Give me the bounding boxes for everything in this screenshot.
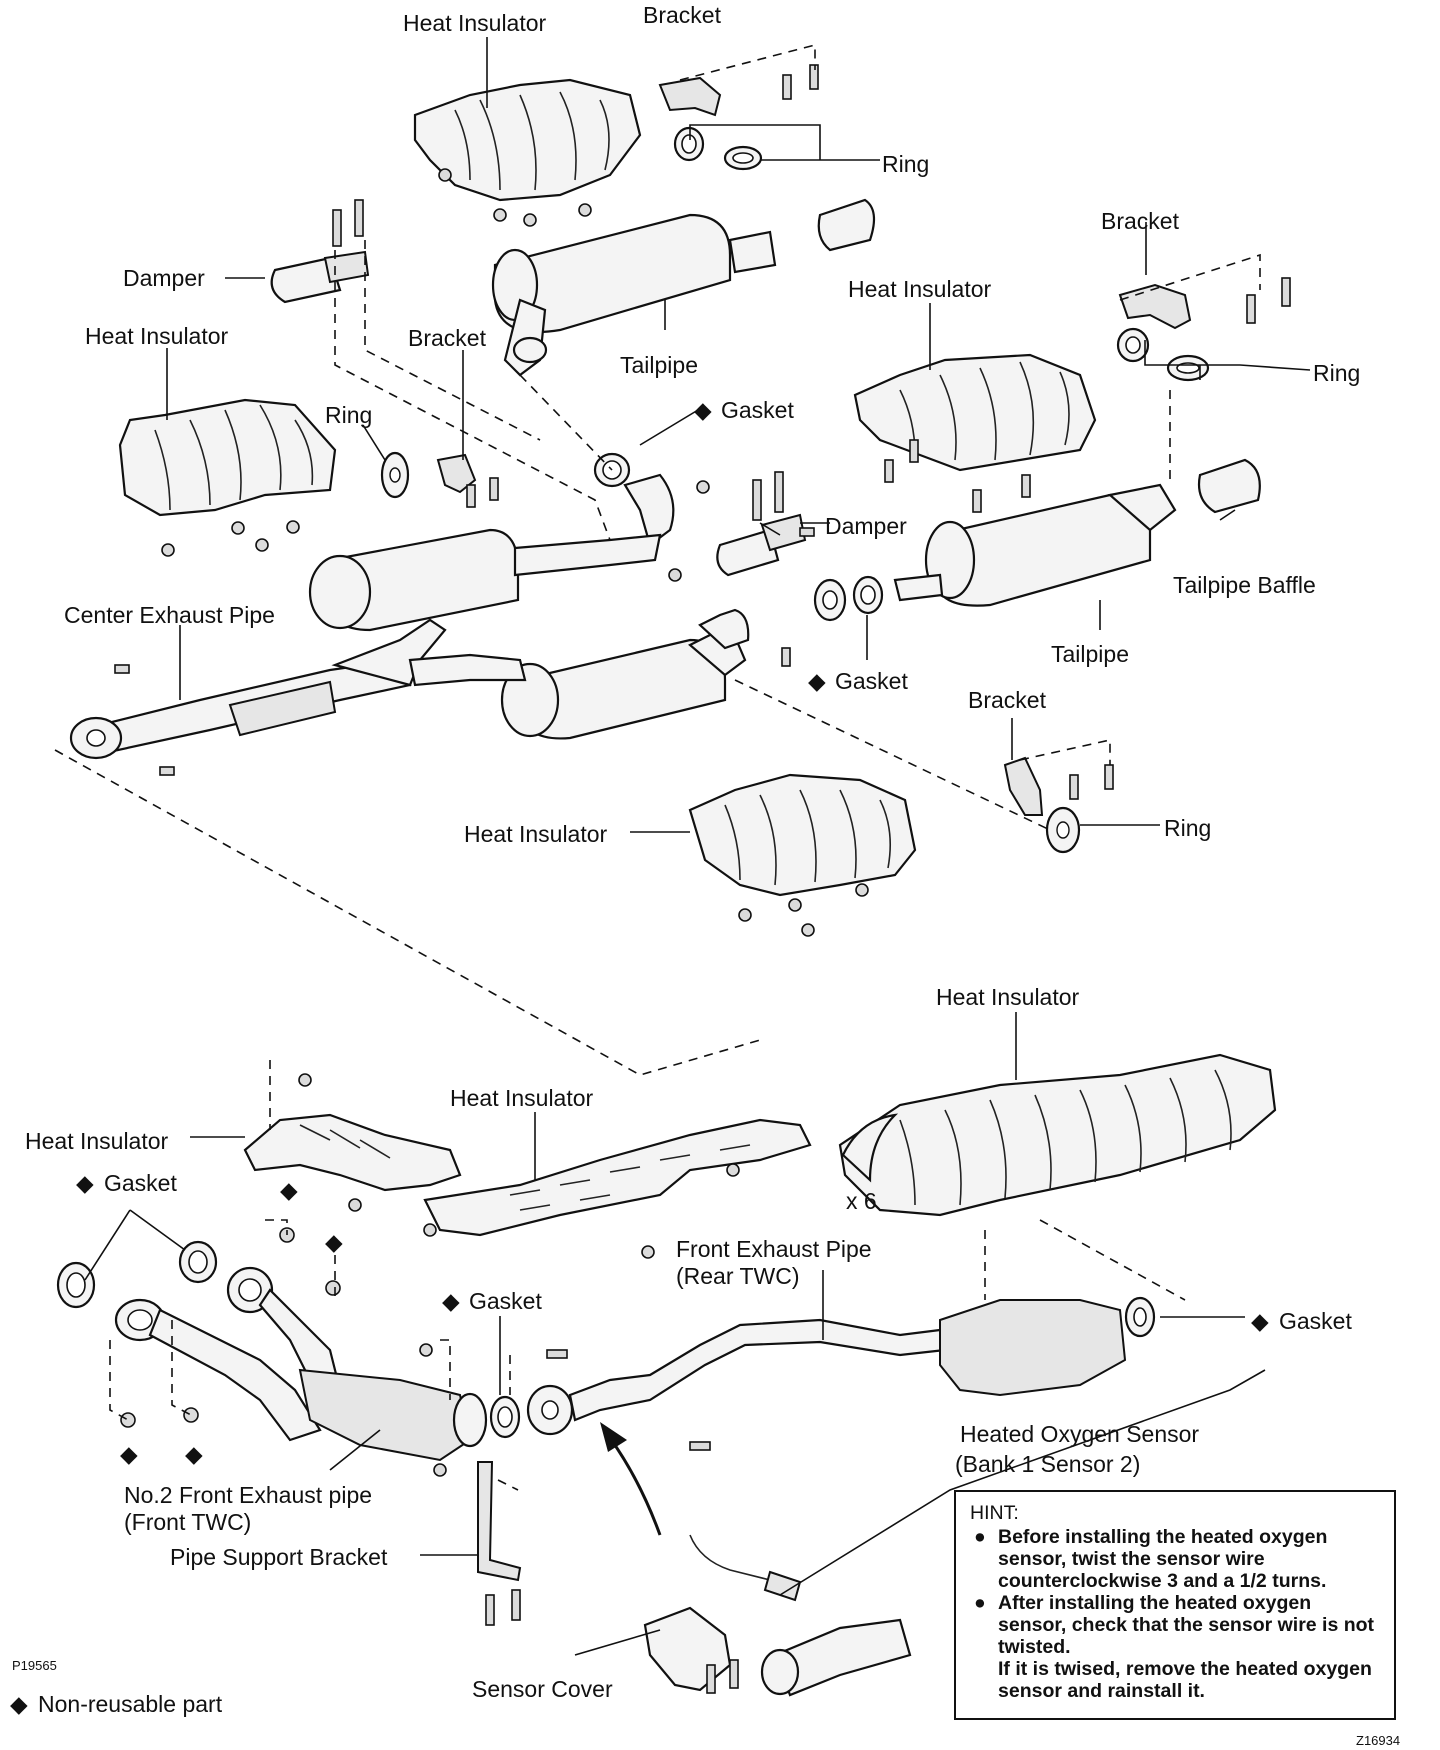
label-gasket-bottom-mid-diamond: ◆ <box>442 1288 460 1314</box>
heat-insulator-bottom-right-part <box>838 1053 1277 1217</box>
legend-non-reusable: Non-reusable part <box>38 1691 223 1717</box>
label-tailpipe-baffle: Tailpipe Baffle <box>1173 572 1316 598</box>
label-gasket-bottom-right-diamond: ◆ <box>1251 1308 1269 1334</box>
legend-diamond: ◆ <box>10 1691 28 1717</box>
label-gasket-bottom-right: Gasket <box>1279 1308 1352 1334</box>
front-exhaust-pipe-part <box>489 1296 1156 1451</box>
label-heat-insulator-top: Heat Insulator <box>403 10 547 36</box>
tailpipe-upper-part <box>491 198 876 377</box>
hint-item-2-text-b: If it is twised, remove the heated oxyge… <box>998 1658 1372 1702</box>
hint-title: HINT: <box>970 1502 1019 1524</box>
hint-item-1: ● Before installing the heated oxygen se… <box>970 1526 1380 1592</box>
center-muffler-right-part <box>500 608 750 740</box>
bracket-lower-right-part <box>1003 756 1114 854</box>
label-gasket-bottom-mid: Gasket <box>469 1288 542 1314</box>
label-bracket-mid: Bracket <box>408 325 487 351</box>
no2-front-exhaust-pipe-part <box>114 1266 488 1477</box>
install-arrow <box>600 1422 662 1536</box>
heat-insulator-center-part <box>688 773 917 937</box>
label-heat-insulator-bottom-right: Heat Insulator <box>936 984 1080 1010</box>
label-bracket-right: Bracket <box>1101 208 1180 234</box>
label-tailpipe-upper: Tailpipe <box>620 352 698 378</box>
leader-lines <box>84 37 1311 1656</box>
label-damper-right: Damper <box>825 513 907 539</box>
label-heated-oxygen-sensor-1: Heated Oxygen Sensor <box>960 1421 1199 1447</box>
label-front-exhaust-pipe-2: (Rear TWC) <box>676 1263 800 1289</box>
label-gasket-upper-diamond: ◆ <box>694 397 712 423</box>
center-muffler-left-part <box>308 528 662 632</box>
label-gasket-bottom-left: Gasket <box>104 1170 177 1196</box>
heat-insulator-left-part <box>118 398 337 557</box>
label-heated-oxygen-sensor-2: (Bank 1 Sensor 2) <box>955 1451 1140 1477</box>
label-ring-left: Ring <box>325 402 372 428</box>
heat-insulator-bottom-left-part <box>243 1073 462 1212</box>
sensor-cover-part <box>643 1606 912 1697</box>
bracket-right-part <box>1116 277 1291 382</box>
hint-item-2-text: After installing the heated oxygen senso… <box>998 1592 1375 1658</box>
part-labels: Heat Insulator Bracket Ring Damper Heat … <box>25 2 1360 1702</box>
hint-bullet-2: ● <box>974 1592 986 1614</box>
label-front-exhaust-pipe-1: Front Exhaust Pipe <box>676 1236 872 1262</box>
tailpipe-baffle-part <box>1197 458 1261 514</box>
figure-code-right: Z16934 <box>1356 1733 1400 1748</box>
damper-left-part <box>270 199 370 304</box>
label-gasket-mid-diamond: ◆ <box>808 668 826 694</box>
hint-item-2: ● After installing the heated oxygen sen… <box>970 1592 1380 1702</box>
diamond-mark-3: ◆ <box>120 1441 138 1467</box>
heat-insulator-right-part <box>853 353 1097 513</box>
label-x6: x 6 <box>846 1188 877 1214</box>
figure-code-left: P19565 <box>12 1658 57 1673</box>
label-center-exhaust-pipe: Center Exhaust Pipe <box>64 602 275 628</box>
pipe-support-bracket-part <box>477 1461 522 1626</box>
label-tailpipe-right: Tailpipe <box>1051 641 1129 667</box>
label-bracket-lower-right: Bracket <box>968 687 1047 713</box>
label-no2-front-pipe-2: (Front TWC) <box>124 1509 251 1535</box>
diamond-mark-1: ◆ <box>280 1177 298 1203</box>
gasket-mid-part <box>813 575 884 622</box>
damper-right-part <box>716 471 815 667</box>
label-heat-insulator-right: Heat Insulator <box>848 276 992 302</box>
label-sensor-cover: Sensor Cover <box>472 1676 613 1702</box>
label-gasket-upper: Gasket <box>721 397 794 423</box>
label-heat-insulator-bottom-mid: Heat Insulator <box>450 1085 594 1111</box>
bracket-top-part <box>658 64 819 171</box>
hint-item-1-text: Before installing the heated oxygen sens… <box>998 1526 1328 1592</box>
label-bracket-top: Bracket <box>643 2 722 28</box>
tailpipe-right-part <box>893 483 1177 607</box>
label-damper-left: Damper <box>123 265 205 291</box>
label-heat-insulator-bottom-left: Heat Insulator <box>25 1128 169 1154</box>
label-heat-insulator-center: Heat Insulator <box>464 821 608 847</box>
alignment-lines <box>54 43 1261 1491</box>
label-gasket-bottom-left-diamond: ◆ <box>76 1170 94 1196</box>
ring-left-part <box>380 451 499 508</box>
label-ring-right: Ring <box>1313 360 1360 386</box>
heat-insulator-top-part <box>413 78 642 227</box>
label-ring-lower-right: Ring <box>1164 815 1211 841</box>
diamond-mark-4: ◆ <box>185 1441 203 1467</box>
footer: P19565 ◆ Non-reusable part Z16934 <box>10 1658 1400 1748</box>
gasket-bottom-left-part <box>56 1227 341 1309</box>
center-exhaust-pipe-part <box>69 618 527 776</box>
label-no2-front-pipe-1: No.2 Front Exhaust pipe <box>124 1482 372 1508</box>
oxygen-sensor-part <box>689 1534 802 1602</box>
hint-bullet-1: ● <box>974 1526 986 1548</box>
heat-insulator-bottom-mid-part <box>423 1118 812 1259</box>
label-pipe-support-bracket: Pipe Support Bracket <box>170 1544 388 1570</box>
label-ring-top: Ring <box>882 151 929 177</box>
label-gasket-mid: Gasket <box>835 668 908 694</box>
label-heat-insulator-left: Heat Insulator <box>85 323 229 349</box>
hint-box: HINT: ● Before installing the heated oxy… <box>954 1490 1396 1720</box>
diamond-mark-2: ◆ <box>325 1229 343 1255</box>
